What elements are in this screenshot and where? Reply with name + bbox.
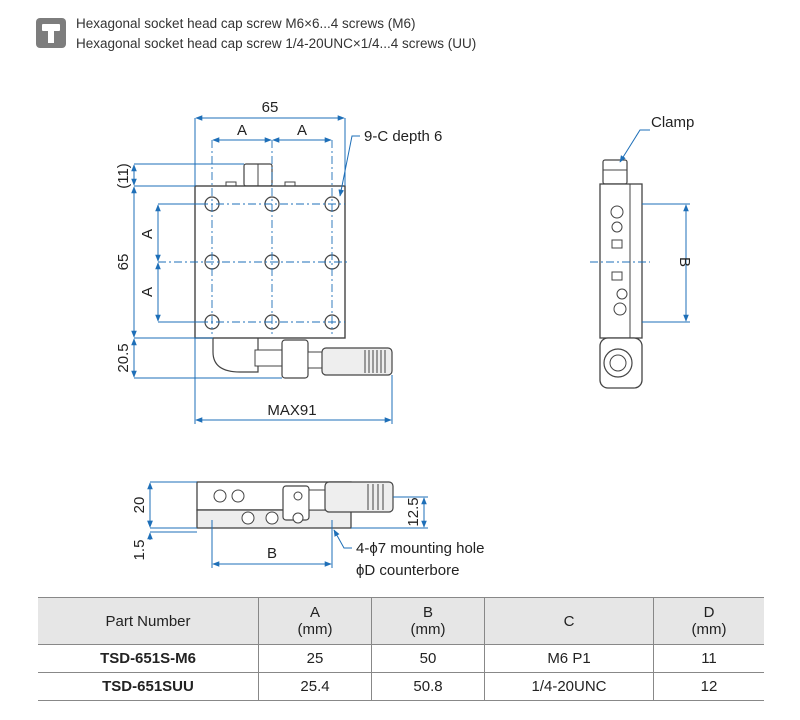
screw-icon <box>36 18 66 48</box>
dim-width: 65 <box>262 99 279 116</box>
cell-c: 1/4-20UNC <box>484 672 654 701</box>
cell-b: 50 <box>371 644 485 673</box>
cell-part-number: TSD-651SUU <box>38 672 259 701</box>
screw-note-line-1: Hexagonal socket head cap screw M6×6...4… <box>76 16 416 31</box>
cell-d: 12 <box>653 672 764 701</box>
header-b: B(mm) <box>371 597 485 645</box>
dim-pitch-x-1: A <box>237 122 247 139</box>
header-d: D(mm) <box>653 597 764 645</box>
dim-front-pitch: B <box>267 545 277 562</box>
cell-c: M6 P1 <box>484 644 654 673</box>
table-row: TSD-651SUU 25.4 50.8 1/4-20UNC 12 <box>38 672 764 701</box>
header-c: C <box>484 597 654 645</box>
cell-part-number: TSD-651S-M6 <box>38 644 259 673</box>
table-row: TSD-651S-M6 25 50 M6 P1 11 <box>38 644 764 673</box>
screw-note-line-2: Hexagonal socket head cap screw 1/4-20UN… <box>76 36 477 51</box>
dim-micrometer-offset: 20.5 <box>115 343 132 372</box>
dim-side-pitch: B <box>676 257 693 267</box>
dim-pitch-y-2: A <box>139 287 156 297</box>
top-view: 65 A A 9-C depth 6 (11) 65 A A 20.5 MAX9… <box>115 99 442 424</box>
header-a: A(mm) <box>258 597 372 645</box>
dim-pitch-x-2: A <box>297 122 307 139</box>
dim-table-height: 12.5 <box>405 497 422 526</box>
mounting-hole-note: 4-ϕ7 mounting hole <box>356 540 484 557</box>
dim-offset-top: (11) <box>115 163 132 189</box>
spec-table: Part Number A(mm) B(mm) C D(mm) TSD-651S… <box>38 597 764 701</box>
side-view: Clamp B <box>590 114 694 389</box>
header-part-number: Part Number <box>38 597 259 645</box>
dim-base-height: 1.5 <box>131 540 148 561</box>
cell-d: 11 <box>653 644 764 673</box>
table-header-row: Part Number A(mm) B(mm) C D(mm) <box>38 597 764 645</box>
cell-a: 25.4 <box>258 672 372 701</box>
cell-b: 50.8 <box>371 672 485 701</box>
cell-a: 25 <box>258 644 372 673</box>
dim-front-height: 20 <box>131 497 148 514</box>
dim-max-width: MAX91 <box>267 402 316 419</box>
dim-height: 65 <box>115 254 132 271</box>
clamp-label: Clamp <box>651 114 694 131</box>
hole-note: 9-C depth 6 <box>364 128 442 145</box>
dim-pitch-y-1: A <box>139 229 156 239</box>
screw-note: Hexagonal socket head cap screw M6×6...4… <box>36 14 776 58</box>
counterbore-note: ϕD counterbore <box>356 562 459 579</box>
front-view: 20 1.5 12.5 B 4-ϕ7 mounting hole ϕD coun… <box>131 481 484 579</box>
